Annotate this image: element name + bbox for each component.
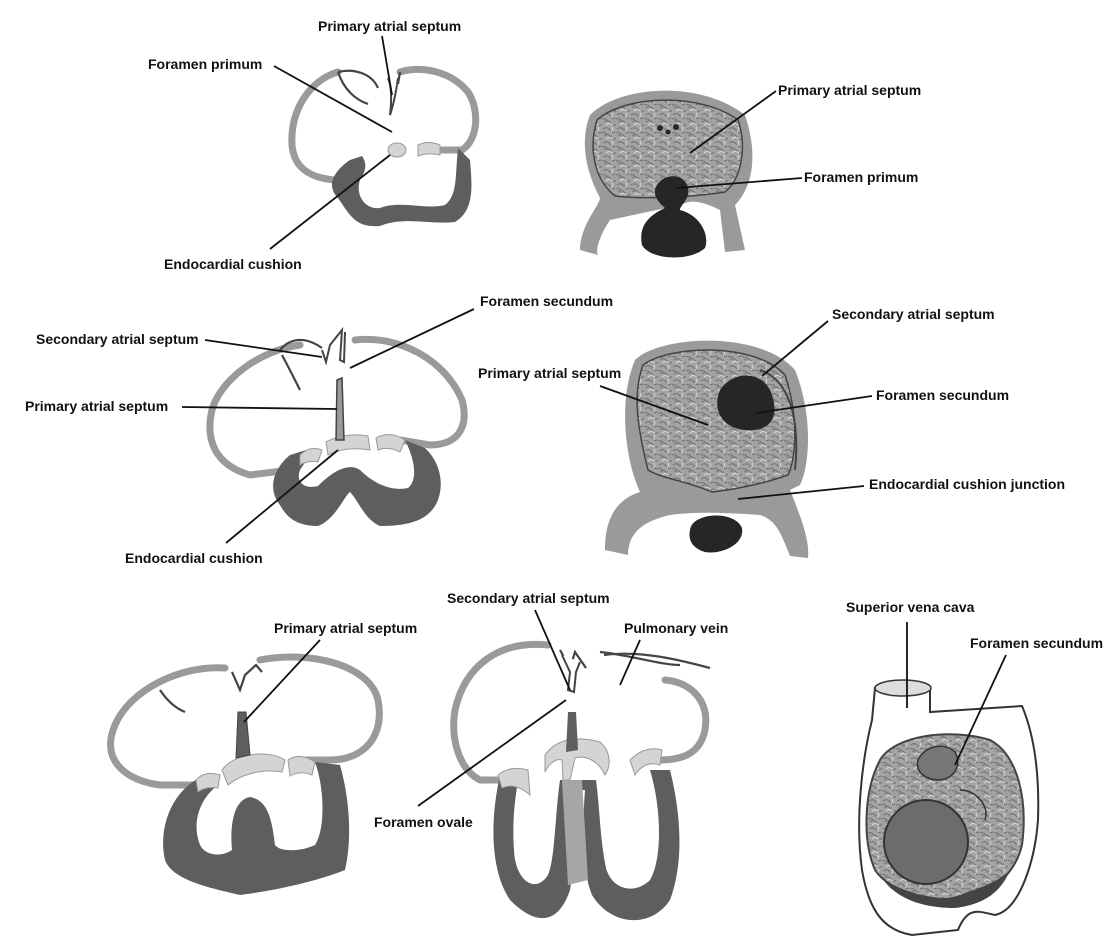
p5-leader-primary-atrial-septum [243, 639, 321, 723]
p3-atrial-wall [206, 335, 468, 479]
p6-pulmonary-vein-line [603, 652, 711, 670]
p1-leader-primary-atrial-septum [381, 35, 393, 96]
p3-endocardial-cushion-shape [325, 434, 371, 456]
panel-7-right-atrium-view: Superior vena cava Foramen secundum [846, 599, 1103, 937]
p4-av-canal-opening [689, 515, 743, 553]
p3-leader-endocardial-cushion [225, 449, 339, 544]
p2-primary-septum-surface [592, 99, 744, 199]
p1-ventricle-wall [331, 148, 472, 227]
p1-leader-endocardial-cushion [269, 154, 391, 250]
p7-foramen-secundum-shape [916, 745, 959, 781]
p4-label-secondary-atrial-septum: Secondary atrial septum [832, 306, 995, 322]
p3-secondary-septum-shape [321, 326, 346, 366]
p6-leader-foramen-ovale [417, 699, 567, 807]
p3-primary-septum-shape [335, 376, 345, 441]
p6-secondary-septum-shape [561, 654, 581, 694]
panel-3-foramen-secundum-section: Foramen secundum Secondary atrial septum… [25, 293, 613, 566]
p1-right-cushion-shape [417, 142, 441, 157]
p5-primary-septum-shape [235, 711, 251, 759]
p4-leader-secondary-atrial-septum [761, 320, 829, 377]
p1-label-primary-atrial-septum: Primary atrial septum [318, 18, 461, 34]
p3-label-secondary-atrial-septum: Secondary atrial septum [36, 331, 199, 347]
p7-foramen-ovale-shape [883, 799, 969, 885]
p2-small-perforation-2 [665, 129, 671, 135]
p4-label-endocardial-cushion-junction: Endocardial cushion junction [869, 476, 1065, 492]
panel-2-interior-view: Primary atrial septum Foramen primum [580, 82, 921, 258]
p7-superior-vena-cava-opening [874, 679, 932, 697]
p2-foramen-primum-shape [641, 176, 707, 258]
panel-1-foramen-primum-section: Primary atrial septum Foramen primum End… [148, 18, 480, 272]
p5-ventricle-wall [163, 762, 350, 895]
panel-4-interior-view: Secondary atrial septum Foramen secundum… [478, 306, 1065, 558]
p3-ventricle-wall [273, 440, 441, 526]
p7-label-foramen-secundum: Foramen secundum [970, 635, 1103, 651]
p5-right-cushion-shape [287, 756, 316, 777]
p3-left-cushion-shape [299, 447, 323, 466]
p3-label-foramen-secundum: Foramen secundum [480, 293, 613, 309]
p5-atrial-wall [107, 653, 383, 789]
p5-label-primary-atrial-septum: Primary atrial septum [274, 620, 417, 636]
p6-ventricle-wall [493, 770, 680, 921]
p7-lower-rim [880, 870, 1010, 908]
p3-leader-secondary-atrial-septum [204, 339, 323, 358]
p6-endocardial-cushion-shape [544, 738, 610, 781]
p7-valve-fold [959, 789, 987, 821]
p1-leader-foramen-primum [273, 65, 393, 133]
p4-label-foramen-secundum: Foramen secundum [876, 387, 1009, 403]
p3-atrial-wall-inner [279, 338, 323, 391]
panel-6-foramen-ovale-section: Secondary atrial septum Pulmonary vein F… [374, 590, 728, 921]
p6-right-cushion-shape [629, 748, 663, 777]
p6-atrial-wall [450, 640, 710, 784]
p4-foramen-secundum-shape [717, 375, 775, 431]
p4-secondary-septum-edge [759, 369, 798, 471]
p5-endocardial-cushion-shape [221, 753, 286, 786]
p3-right-cushion-shape [375, 434, 406, 453]
p6-interventricular-septum [562, 780, 588, 885]
p5-atrial-wall-inner [159, 663, 263, 714]
p3-label-primary-atrial-septum: Primary atrial septum [25, 398, 168, 414]
p1-endocardial-cushion-shape [387, 142, 407, 158]
p5-left-cushion-shape [195, 772, 221, 793]
p2-leader-primary-atrial-septum [689, 90, 777, 154]
p6-label-foramen-ovale: Foramen ovale [374, 814, 473, 830]
p2-label-primary-atrial-septum: Primary atrial septum [778, 82, 921, 98]
p3-leader-primary-atrial-septum [181, 406, 338, 410]
p4-leader-foramen-secundum [755, 395, 873, 414]
p2-small-perforation-1 [657, 125, 663, 131]
p1-label-foramen-primum: Foramen primum [148, 56, 262, 72]
p1-label-endocardial-cushion: Endocardial cushion [164, 256, 302, 272]
p3-leader-foramen-secundum [349, 308, 475, 369]
p6-primary-septum-shape [566, 712, 578, 752]
p2-label-foramen-primum: Foramen primum [804, 169, 918, 185]
p6-label-pulmonary-vein: Pulmonary vein [624, 620, 728, 636]
p4-leader-primary-atrial-septum [599, 385, 709, 426]
p6-leader-secondary-atrial-septum [534, 609, 571, 691]
p2-small-perforation-3 [673, 124, 679, 130]
p1-atrial-wall [288, 66, 480, 184]
p6-left-cushion-shape [497, 767, 531, 797]
p6-label-secondary-atrial-septum: Secondary atrial septum [447, 590, 610, 606]
p7-label-superior-vena-cava: Superior vena cava [846, 599, 975, 615]
p2-leader-foramen-primum [675, 177, 803, 189]
p7-leader-foramen-secundum [954, 654, 1007, 766]
p4-label-primary-atrial-septum: Primary atrial septum [478, 365, 621, 381]
p6-leader-pulmonary-vein [619, 639, 641, 686]
p4-leader-endocardial-cushion-junction [737, 485, 865, 500]
p3-label-endocardial-cushion: Endocardial cushion [125, 550, 263, 566]
panel-5-later-stage-section: Primary atrial septum [107, 620, 417, 895]
